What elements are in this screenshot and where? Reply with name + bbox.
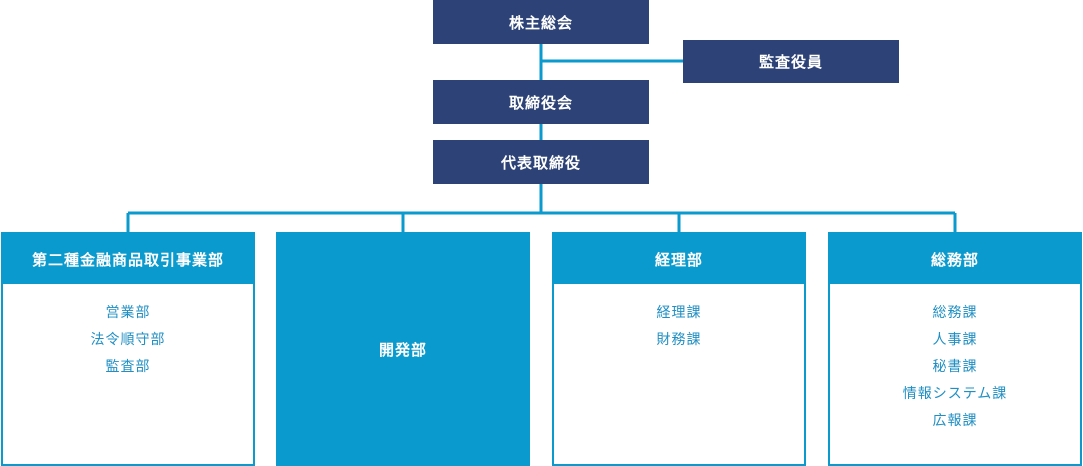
department-financial-instruments: 第二種金融商品取引事業部 営業部 法令順守部 監査部 (1, 232, 255, 466)
representative-director-box: 代表取締役 (433, 140, 649, 184)
section-item: 監査部 (105, 359, 151, 375)
section-item: 総務課 (932, 305, 978, 321)
department-development: 開発部 (276, 232, 530, 466)
department-general-affairs: 総務部 総務課 人事課 秘書課 情報システム課 広報課 (828, 232, 1082, 466)
shareholders-meeting-box: 株主総会 (433, 0, 649, 44)
auditor-box: 監査役員 (683, 40, 899, 83)
department-financial-instruments-sections: 営業部 法令順守部 監査部 (3, 284, 253, 381)
section-item: 財務課 (656, 332, 702, 348)
board-of-directors-box: 取締役会 (433, 80, 649, 124)
department-financial-instruments-title: 第二種金融商品取引事業部 (3, 234, 253, 284)
section-item: 経理課 (656, 305, 702, 321)
department-development-title: 開発部 (378, 340, 427, 359)
department-accounting: 経理部 経理課 財務課 (552, 232, 806, 466)
section-item: 営業部 (105, 305, 151, 321)
department-general-affairs-title: 総務部 (830, 234, 1080, 284)
department-accounting-sections: 経理課 財務課 (554, 284, 804, 354)
department-general-affairs-sections: 総務課 人事課 秘書課 情報システム課 広報課 (830, 284, 1080, 435)
section-item: 法令順守部 (90, 332, 166, 348)
section-item: 広報課 (932, 413, 978, 429)
department-accounting-title: 経理部 (554, 234, 804, 284)
section-item: 情報システム課 (902, 386, 1008, 402)
section-item: 人事課 (932, 332, 978, 348)
section-item: 秘書課 (932, 359, 978, 375)
